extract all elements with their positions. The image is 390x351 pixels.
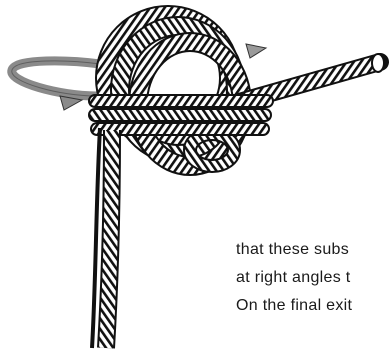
text-line: On the final exit: [236, 292, 390, 320]
rope-coil: [106, 16, 242, 166]
text-line: at right angles t: [236, 264, 390, 292]
body-text: that these subs at right angles t On the…: [236, 236, 390, 351]
rope-wrapping-turns: [88, 94, 274, 136]
text-line: that these subs: [236, 236, 390, 264]
rope-standing-part: [92, 128, 112, 348]
